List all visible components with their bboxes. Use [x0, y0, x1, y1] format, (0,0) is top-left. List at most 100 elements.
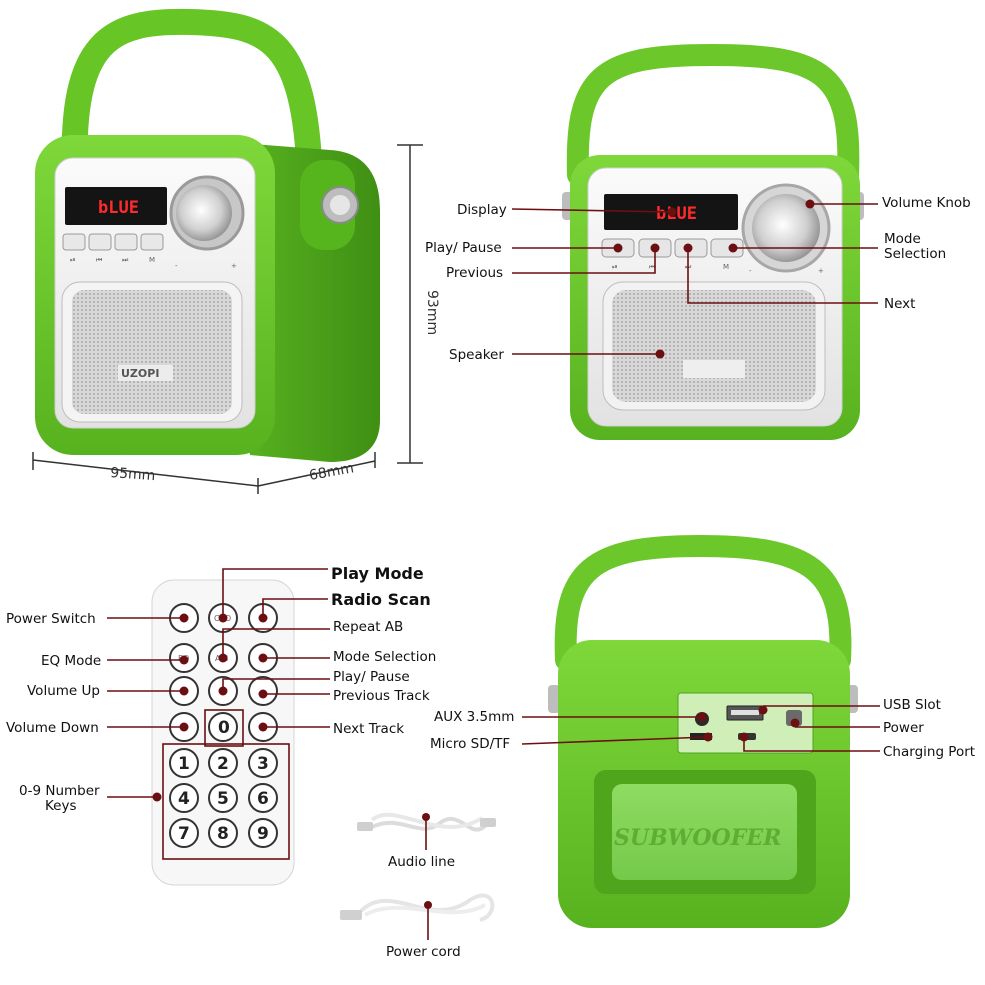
label-mode-2: Selection [884, 246, 946, 262]
remote-key-3[interactable] [248, 748, 278, 778]
dim-depth-line [257, 460, 376, 487]
label-micro-sd: Micro SD/TF [430, 736, 510, 752]
dim-width-line [32, 459, 259, 487]
button-play[interactable] [62, 233, 86, 251]
button-mode[interactable] [140, 233, 164, 251]
number-bracket-top [204, 709, 244, 747]
dot-aux [697, 712, 707, 722]
remote-control: ⏻ CBO ⊙ EQ A-B M 0 1 2 3 4 5 6 7 8 9 [151, 579, 295, 886]
label-power-cord: Power cord [386, 944, 461, 960]
lcd-text: bLUE [98, 198, 139, 218]
audio-plug-left [357, 822, 373, 831]
dot-micro-sd [703, 732, 713, 742]
subwoofer-text: SUBWOOFER [614, 825, 781, 851]
dot-audio-line [422, 813, 430, 821]
button-next[interactable] [114, 233, 138, 251]
label-eq-mode: EQ Mode [41, 653, 101, 669]
brand-text: UZOPI [121, 367, 159, 380]
remote-key-7[interactable] [169, 818, 199, 848]
mark-play-icon: ⏯ [70, 256, 76, 264]
label-power: Power [883, 720, 924, 736]
dot-previous [650, 243, 660, 253]
power-cable [358, 893, 495, 922]
mark-plus: + [231, 262, 237, 270]
remote-key-0[interactable] [208, 712, 238, 742]
speaker-grille [612, 290, 816, 402]
remote-key-8[interactable] [208, 818, 238, 848]
leader-micro-sd [521, 736, 709, 745]
dot-usb [758, 705, 768, 715]
remote-key-5[interactable] [208, 783, 238, 813]
dot-power [179, 613, 189, 623]
key-8-text: 8 [217, 824, 229, 844]
label-power-switch: Power Switch [6, 611, 96, 627]
subwoofer-cover [612, 784, 797, 880]
dot-next [683, 243, 693, 253]
dot-vol-down [179, 722, 189, 732]
label-repeat-ab: Repeat AB [333, 619, 403, 635]
mark-mode-icon: M [723, 263, 729, 271]
label-number-keys-1: 0-9 Number [19, 783, 100, 799]
mark-next-icon: ⏭ [122, 256, 129, 264]
dot-repeat-ab [218, 653, 228, 663]
dot-mode [728, 243, 738, 253]
label-display: Display [457, 202, 507, 218]
speaker-angled-view: bLUE ⏯ ⏮ ⏭ M - + UZOPI [35, 8, 380, 462]
dot-eq [179, 655, 189, 665]
mark-prev-icon: ⏮ [649, 263, 655, 271]
usb-tongue [731, 710, 759, 715]
dim-height: 93mm [424, 290, 440, 335]
leader-previous [512, 248, 656, 274]
dot-play-pause [218, 686, 228, 696]
remote-key-4[interactable] [169, 783, 199, 813]
label-volume-up: Volume Up [27, 683, 100, 699]
hinge-left [548, 685, 560, 713]
speaker-grille [72, 290, 232, 414]
remote-key-6[interactable] [248, 783, 278, 813]
leader-charging [743, 737, 880, 752]
key-3-text: 3 [257, 754, 269, 774]
usb-plug [340, 910, 362, 920]
dot-play-pause [613, 243, 623, 253]
speaker-front-view: bLUE ⏯ ⏮ ⏭ M - + [562, 43, 864, 440]
label-charging-port: Charging Port [883, 744, 975, 760]
dot-power [790, 718, 800, 728]
label-usb-slot: USB Slot [883, 697, 941, 713]
label-previous-track: Previous Track [333, 688, 430, 704]
label-play-pause: Play/ Pause [425, 240, 502, 256]
lcd-display [65, 187, 167, 225]
handle [61, 8, 323, 193]
label-volume-knob: Volume Knob [882, 195, 971, 211]
key-7-text: 7 [178, 824, 190, 844]
volume-knob-face [752, 194, 820, 262]
remote-key-9[interactable] [248, 818, 278, 848]
remote-key-1[interactable] [169, 748, 199, 778]
button-prev[interactable] [88, 233, 112, 251]
dot-charging [739, 732, 749, 742]
dim-depth: 68mm [308, 460, 355, 484]
volume-knob-face [176, 185, 232, 241]
label-play-mode: Play Mode [331, 564, 424, 583]
key-4-text: 4 [178, 789, 190, 809]
dot-speaker [655, 349, 665, 359]
remote-key-2[interactable] [208, 748, 238, 778]
key-9-text: 9 [257, 824, 269, 844]
audio-plug-right [480, 818, 496, 827]
brand-plate [683, 360, 745, 378]
label-speaker: Speaker [449, 347, 504, 363]
label-mode-1: Mode [884, 231, 921, 247]
leader-display [511, 208, 673, 213]
label-number-keys-2: Keys [45, 798, 77, 814]
leader-radio-scan [262, 598, 328, 618]
audio-cable-loop [370, 812, 484, 829]
label-aux: AUX 3.5mm [434, 709, 514, 725]
back-leaders: AUX 3.5mm Micro SD/TF USB Slot Power Cha… [430, 697, 975, 760]
key-2-text: 2 [217, 754, 229, 774]
label-next: Next [884, 296, 915, 312]
dot-display [667, 207, 677, 217]
dot-mode-selection [258, 653, 268, 663]
dot-radio-scan [258, 613, 268, 623]
dot-play-mode [218, 613, 228, 623]
